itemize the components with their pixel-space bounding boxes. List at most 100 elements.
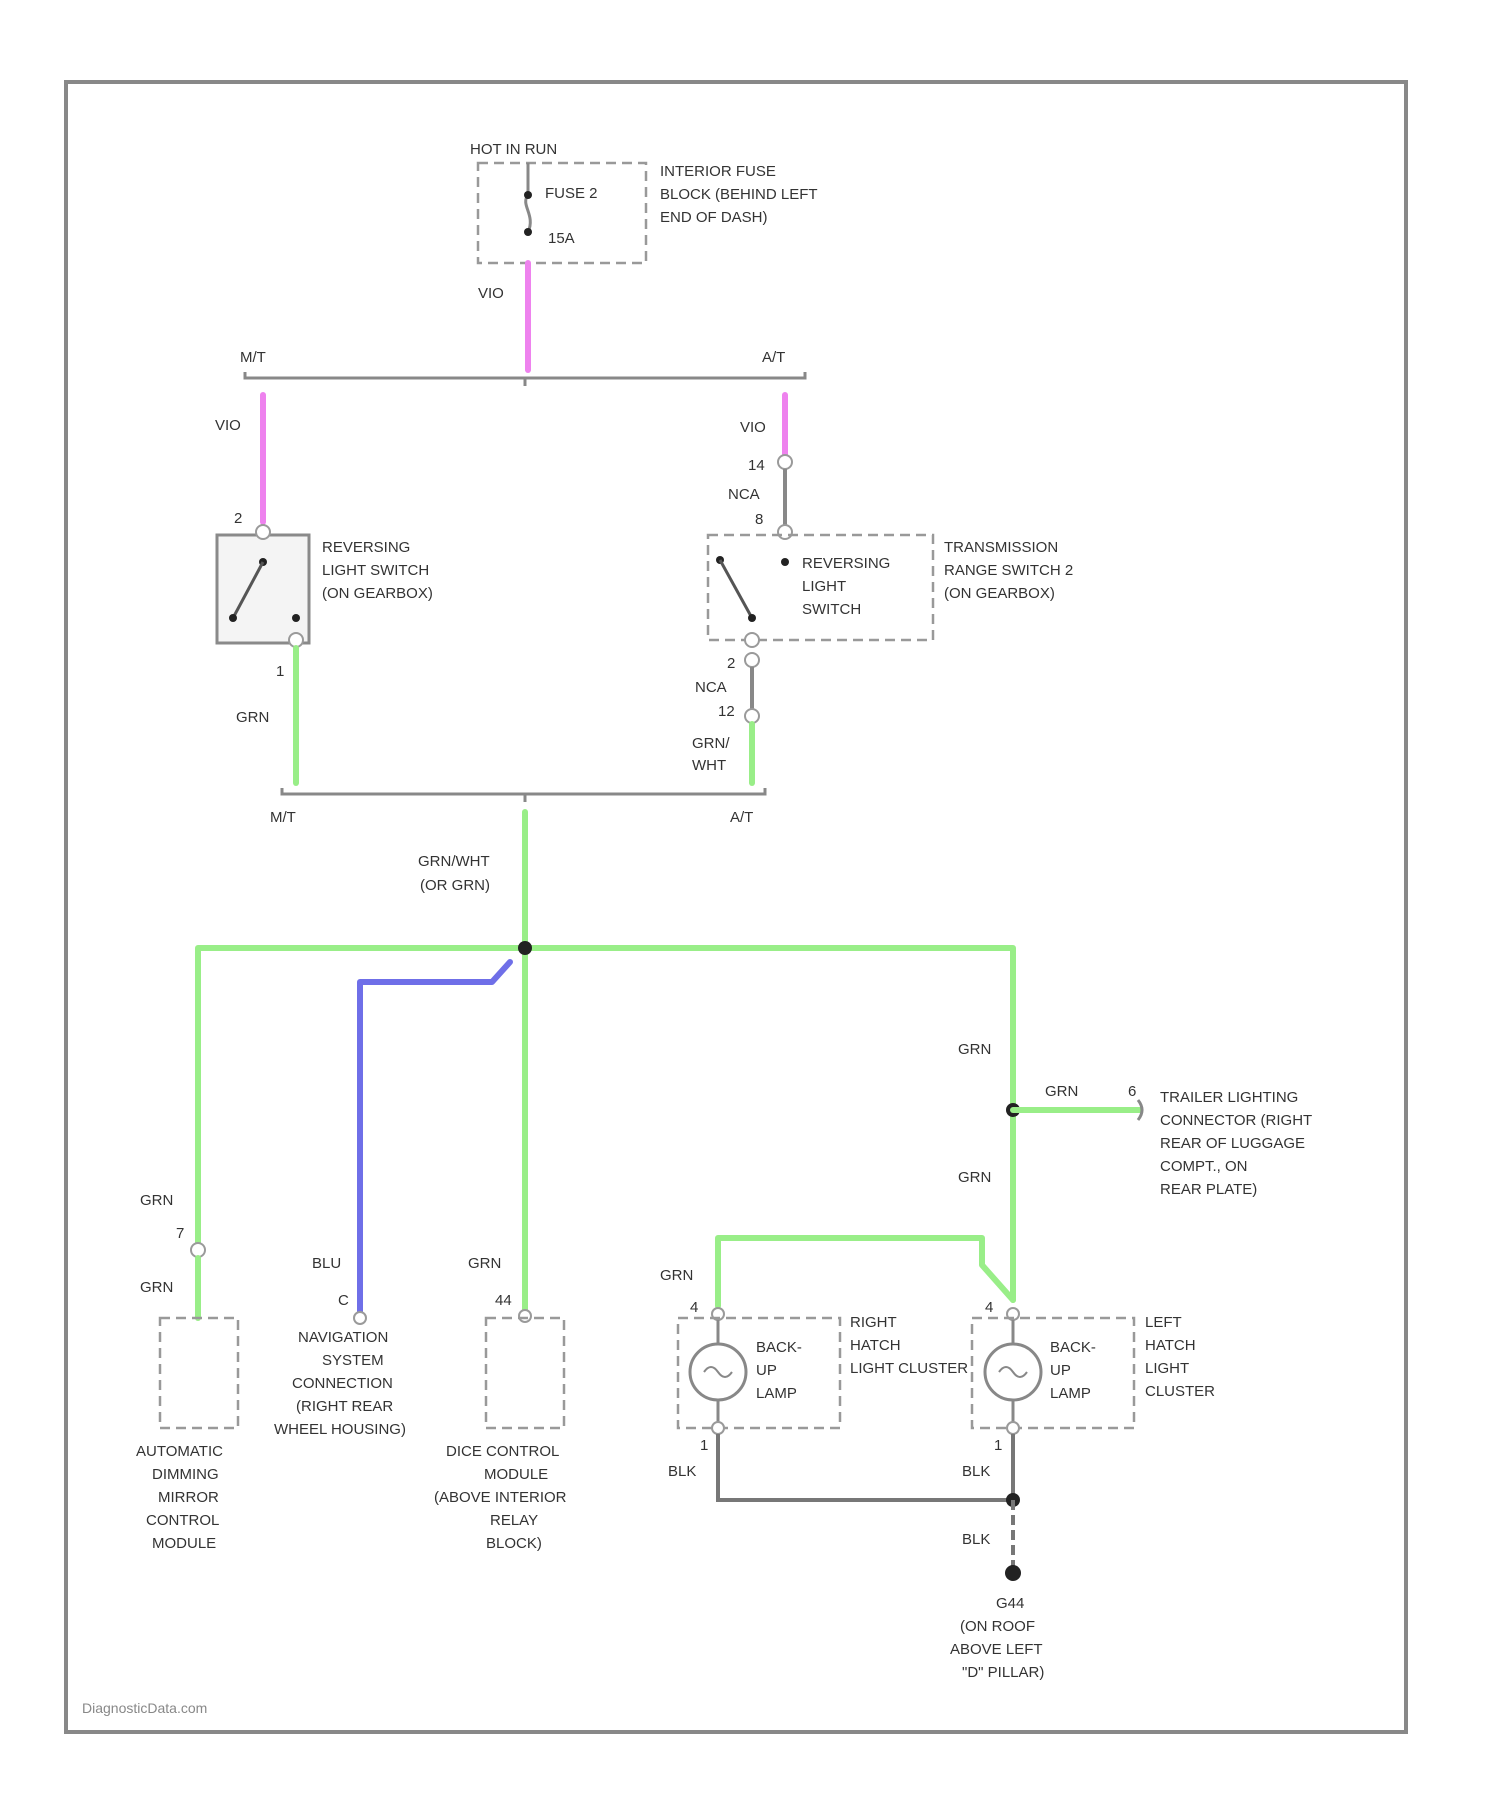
manual-switch-label-2: LIGHT SWITCH xyxy=(322,562,429,579)
right-cluster-label-1: RIGHT xyxy=(850,1314,897,1331)
fuse-location-line-1: INTERIOR FUSE xyxy=(660,163,776,180)
manual-switch-pin-top: 2 xyxy=(234,510,242,527)
fuse-hot-label: HOT IN RUN xyxy=(470,141,557,158)
ground-location-1: (ON ROOF xyxy=(960,1618,1035,1635)
fuse-location-line-3: END OF DASH) xyxy=(660,209,768,226)
wire-label-auto-vio: VIO xyxy=(740,419,766,436)
auto-switch-pin-14: 14 xyxy=(748,457,765,474)
branch-label-auto-top: A/T xyxy=(762,349,785,366)
wire-label-auto-grn-wht-1: GRN/ xyxy=(692,735,730,752)
fuse-terminal-bottom xyxy=(524,228,532,236)
left-cluster-connector-bottom xyxy=(1007,1422,1019,1434)
diagram-frame xyxy=(66,82,1406,1732)
nav-label-3: CONNECTION xyxy=(292,1375,393,1392)
wire-label-blk-left: BLK xyxy=(962,1463,990,1480)
left-lamp-label-2: UP xyxy=(1050,1362,1071,1379)
branch-label-manual-bottom: M/T xyxy=(270,809,296,826)
auto-switch-pin-12: 12 xyxy=(718,703,735,720)
auto-connector-bottom-lower xyxy=(745,709,759,723)
trailer-label-3: REAR OF LUGGAGE xyxy=(1160,1135,1305,1152)
manual-switch-contact-b xyxy=(229,614,237,622)
dice-pin: 44 xyxy=(495,1292,512,1309)
right-cluster-label-3: LIGHT CLUSTER xyxy=(850,1360,968,1377)
mirror-label-4: CONTROL xyxy=(146,1512,219,1529)
ground-location-2: ABOVE LEFT xyxy=(950,1641,1043,1658)
wire-label-right-cluster-grn: GRN xyxy=(660,1267,693,1284)
auto-switch-pin-2: 2 xyxy=(727,655,735,672)
left-cluster-label-2: HATCH xyxy=(1145,1337,1196,1354)
ground-location-3: "D" PILLAR) xyxy=(962,1664,1044,1681)
wire-label-mirror-grn-1: GRN xyxy=(140,1192,173,1209)
manual-switch-label-1: REVERSING xyxy=(322,539,410,556)
wire-label-auto-nca-top: NCA xyxy=(728,486,760,503)
wire-label-blk-right: BLK xyxy=(668,1463,696,1480)
left-lamp-label-3: LAMP xyxy=(1050,1385,1091,1402)
fuse-location-line-2: BLOCK (BEHIND LEFT xyxy=(660,186,818,203)
fuse-terminal-top xyxy=(524,191,532,199)
mirror-label-3: MIRROR xyxy=(158,1489,219,1506)
manual-switch-terminal-top xyxy=(256,525,270,539)
trailer-pin: 6 xyxy=(1128,1083,1136,1100)
wire-label-auto-grn-wht-2: WHT xyxy=(692,757,726,774)
wire-label-rear-grn-lower: GRN xyxy=(958,1169,991,1186)
wire-label-rear-grn-upper: GRN xyxy=(958,1041,991,1058)
auto-connector-top-lower xyxy=(778,525,792,539)
auto-switch-pin-8: 8 xyxy=(755,511,763,528)
manual-switch-pin-bottom: 1 xyxy=(276,663,284,680)
wire-label-manual-grn: GRN xyxy=(236,709,269,726)
nav-label-4: (RIGHT REAR xyxy=(296,1398,393,1415)
watermark: DiagnosticData.com xyxy=(82,1700,207,1716)
trailer-label-4: COMPT., ON xyxy=(1160,1158,1248,1175)
dice-label-2: MODULE xyxy=(484,1466,548,1483)
auto-switch-inner-label-2: LIGHT xyxy=(802,578,846,595)
manual-switch-label-3: (ON GEARBOX) xyxy=(322,585,433,602)
auto-connector-bottom-upper xyxy=(745,653,759,667)
dice-connector xyxy=(519,1310,531,1322)
mirror-label-1: AUTOMATIC xyxy=(136,1443,223,1460)
mirror-connector xyxy=(191,1243,205,1257)
branch-label-manual-top: M/T xyxy=(240,349,266,366)
mirror-label-2: DIMMING xyxy=(152,1466,219,1483)
left-lamp-label-1: BACK- xyxy=(1050,1339,1096,1356)
wire-label-splice-1: GRN/WHT xyxy=(418,853,490,870)
wire-label-mirror-grn-2: GRN xyxy=(140,1279,173,1296)
right-cluster-connector-bottom xyxy=(712,1422,724,1434)
nav-label-1: NAVIGATION xyxy=(298,1329,388,1346)
right-cluster-label-2: HATCH xyxy=(850,1337,901,1354)
mirror-label-5: MODULE xyxy=(152,1535,216,1552)
auto-switch-outer-label-1: TRANSMISSION xyxy=(944,539,1058,556)
left-cluster-label-4: CLUSTER xyxy=(1145,1383,1215,1400)
wire-label-manual-vio: VIO xyxy=(215,417,241,434)
wire-label-blk-ground: BLK xyxy=(962,1531,990,1548)
dice-label-5: BLOCK) xyxy=(486,1535,542,1552)
auto-switch-terminal-bottom xyxy=(745,633,759,647)
auto-switch-outer-label-3: (ON GEARBOX) xyxy=(944,585,1055,602)
fuse-name: FUSE 2 xyxy=(545,185,598,202)
dice-label-3: (ABOVE INTERIOR xyxy=(434,1489,567,1506)
dice-label-1: DICE CONTROL xyxy=(446,1443,559,1460)
auto-switch-inner-label-1: REVERSING xyxy=(802,555,890,572)
auto-switch-outer-label-2: RANGE SWITCH 2 xyxy=(944,562,1073,579)
right-cluster-pin-top: 4 xyxy=(690,1299,698,1316)
wire-label-dice-grn: GRN xyxy=(468,1255,501,1272)
wire-label-fuse-vio: VIO xyxy=(478,285,504,302)
dice-label-4: RELAY xyxy=(490,1512,538,1529)
nav-label-2: SYSTEM xyxy=(322,1352,384,1369)
left-cluster-pin-top: 4 xyxy=(985,1299,993,1316)
trailer-label-1: TRAILER LIGHTING xyxy=(1160,1089,1298,1106)
wire-label-auto-nca-bottom: NCA xyxy=(695,679,727,696)
trailer-label-2: CONNECTOR (RIGHT xyxy=(1160,1112,1312,1129)
fuse-rating: 15A xyxy=(548,230,575,247)
manual-switch-contact-c xyxy=(292,614,300,622)
manual-switch-terminal-bottom xyxy=(289,633,303,647)
nav-label-5: WHEEL HOUSING) xyxy=(274,1421,406,1438)
nav-pin: C xyxy=(338,1292,349,1309)
nav-connector xyxy=(354,1312,366,1324)
wire-label-nav-blu: BLU xyxy=(312,1255,341,1272)
left-cluster-label-1: LEFT xyxy=(1145,1314,1182,1331)
branch-label-auto-bottom: A/T xyxy=(730,809,753,826)
mirror-pin: 7 xyxy=(176,1225,184,1242)
wire-label-splice-2: (OR GRN) xyxy=(420,877,490,894)
right-lamp-label-1: BACK- xyxy=(756,1339,802,1356)
